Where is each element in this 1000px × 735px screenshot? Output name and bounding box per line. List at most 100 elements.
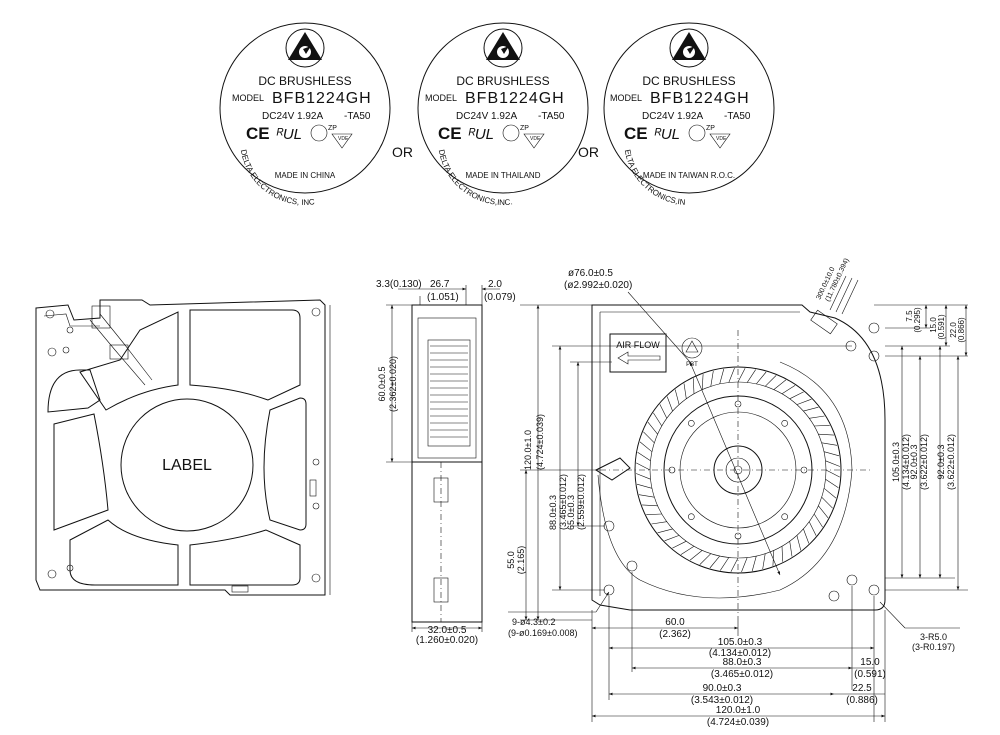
label-suffix: -TA50 — [538, 111, 565, 122]
impeller-blade — [728, 367, 735, 383]
plan-housing-outline — [591, 304, 886, 611]
impeller-blade — [789, 541, 793, 557]
ce-mark-icon: CE — [624, 124, 648, 143]
label-origin: MADE IN CHINA — [275, 171, 336, 180]
dim-h88: 88.0±0.3 — [723, 657, 762, 668]
dim-h88-in: (3.465±0.012) — [711, 669, 773, 680]
impeller-blade — [699, 553, 712, 565]
label-header: DC BRUSHLESS — [258, 74, 351, 88]
holes-callout-in: (9-ø0.169±0.008) — [508, 628, 577, 638]
impeller-blade — [824, 451, 840, 457]
vde-mark-icon — [709, 133, 731, 149]
air-flow-text: AIR FLOW — [616, 340, 660, 350]
label-circle — [417, 22, 589, 194]
air-flow-arrow-icon — [617, 351, 661, 365]
impeller-blade — [701, 374, 704, 390]
front-window-bottom-left — [69, 519, 179, 586]
dim-v55-in: (2.165) — [516, 546, 526, 575]
radius-callout: 3-R5.0 — [920, 632, 947, 642]
impeller-blade — [796, 535, 802, 551]
label-header: DC BRUSHLESS — [456, 74, 549, 88]
impeller-blade — [809, 415, 825, 419]
label-circle — [603, 22, 775, 194]
dim-v65: 65.0±0.3 — [566, 495, 576, 530]
impeller-blade — [789, 391, 804, 400]
csa-mark-icon — [310, 124, 328, 142]
impeller-blade — [808, 521, 817, 536]
side-dim-top-b-in: (1.051) — [427, 292, 459, 303]
impeller-blade — [635, 473, 651, 480]
impeller-blade — [823, 488, 837, 499]
side-dim-top-c-in: (0.079) — [484, 292, 516, 303]
impeller-blade — [781, 385, 796, 395]
rotor-rib — [687, 513, 695, 521]
plan-view: ø76.0±0.5 (ø2.992±0.020) AIR FLOW PBT 30… — [506, 257, 968, 728]
side-fins — [430, 345, 468, 438]
ul-mark-icon: ᴿUL — [654, 126, 680, 143]
csa-mark-icon — [502, 124, 520, 142]
label-suffix: -TA50 — [344, 111, 371, 122]
dim-r105: 105.0±0.3 — [891, 442, 901, 482]
front-window — [47, 369, 101, 413]
dim-r15-in: (0.591) — [937, 314, 946, 340]
impeller-blade — [666, 396, 673, 412]
impeller-blade — [672, 540, 687, 549]
impeller-blade — [796, 398, 812, 405]
impeller-blade — [818, 505, 829, 519]
plan-outlet — [594, 457, 631, 481]
delta-logo-icon — [285, 28, 325, 68]
impeller-blade — [657, 528, 673, 534]
dim-h105: 105.0±0.3 — [718, 637, 763, 648]
label-rating: DC24V 1.92A — [642, 111, 703, 122]
side-dim-bottom-in: (1.260±0.020) — [416, 635, 478, 646]
dim-v88-in: (3.465±0.012) — [558, 474, 568, 530]
front-housing-outline — [35, 299, 326, 596]
label-model: BFB1224GH — [465, 90, 565, 107]
ce-mark-icon: CE — [246, 124, 270, 143]
side-dim-top-a: 3.3(0.130) — [376, 279, 422, 290]
side-dim-height: 60.0±0.5 — [377, 367, 387, 402]
impeller-blade — [683, 383, 687, 399]
label-header: DC BRUSHLESS — [642, 74, 735, 88]
dim-v120: 120.0±1.0 — [523, 430, 533, 470]
impeller-blade — [730, 557, 739, 572]
lead-wire — [810, 275, 859, 335]
impeller-blade — [741, 557, 748, 573]
side-view: 3.3(0.130) 26.7 (1.051) 2.0 (0.079) 60.0… — [376, 279, 516, 646]
label-taiwan: DC BRUSHLESS MODEL BFB1224GH DC24V 1.92A… — [603, 22, 775, 207]
dim-h120: 120.0±1.0 — [716, 705, 761, 716]
label-origin: MADE IN THAILAND — [466, 171, 541, 180]
impeller-blade — [638, 494, 655, 498]
dim-h105-in: (4.134±0.012) — [709, 648, 771, 659]
label-ul-mark: ZP — [520, 125, 529, 132]
dim-v88: 88.0±0.3 — [548, 495, 558, 530]
label-ul-mark: ZP — [328, 125, 337, 132]
impeller-blade — [651, 521, 667, 525]
dim-v120-in: (4.724±0.039) — [535, 414, 545, 470]
impeller-blade — [825, 460, 841, 467]
impeller-blade — [814, 425, 830, 427]
dim-r75: 7.5 — [905, 310, 914, 322]
inlet-dia-in: (ø2.992±0.020) — [564, 280, 632, 291]
vde-mark-icon — [523, 133, 545, 149]
dim-r22: 22.0 — [949, 322, 958, 338]
label-suffix: -TA50 — [724, 111, 751, 122]
label-model-prefix: MODEL — [425, 93, 457, 103]
side-upper-body — [411, 304, 483, 463]
impeller-blade — [825, 469, 840, 478]
impeller-blade — [693, 378, 695, 394]
dim-h15: 15.0 — [860, 657, 880, 668]
dim-r22-in: (0.866) — [957, 317, 966, 343]
label-model-prefix: MODEL — [610, 93, 642, 103]
impeller-blade — [762, 553, 766, 570]
side-dim-height-in: (2.362±0.020) — [388, 356, 398, 412]
label-rating: DC24V 1.92A — [262, 111, 323, 122]
impeller-blade — [764, 375, 777, 387]
impeller-blade — [821, 442, 838, 446]
impeller-blade — [647, 421, 658, 435]
dim-r105-in: (4.134±0.012) — [901, 434, 911, 490]
dim-h225: 22.5 — [852, 683, 872, 694]
impeller-blade — [746, 369, 756, 383]
dim-h15-in: (0.591) — [854, 669, 886, 680]
